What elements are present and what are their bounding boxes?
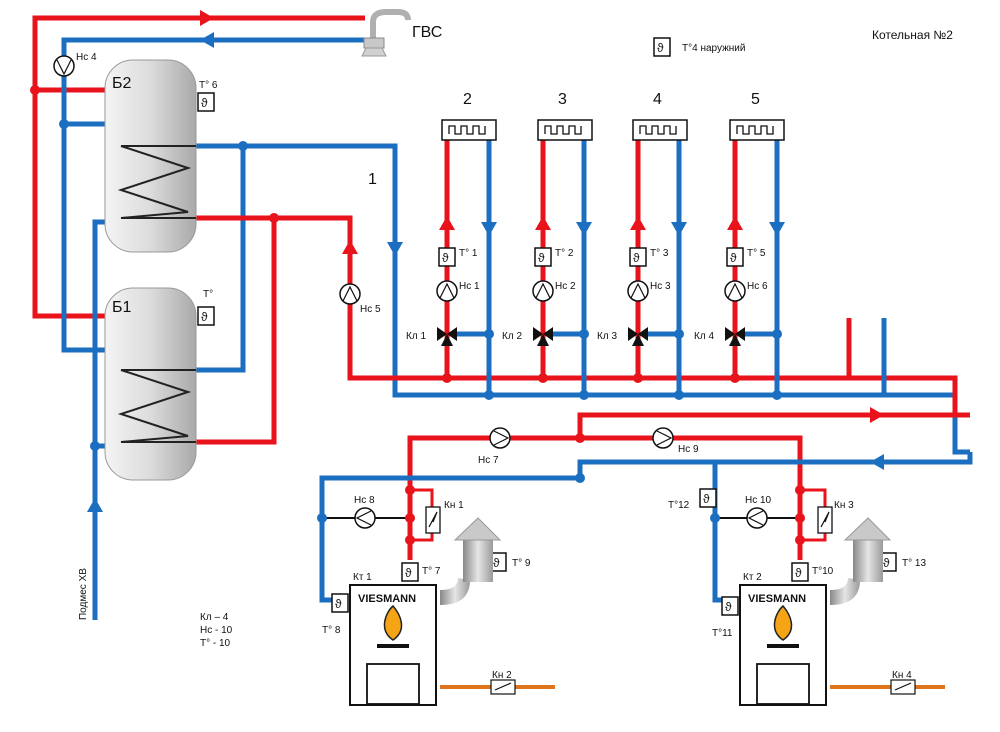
sensor-t10-label: Т°10 [812, 566, 834, 577]
sensor-t1-label: Т° 1 [459, 248, 478, 259]
tank-b2 [104, 59, 197, 253]
circuit-3-number: 3 [558, 91, 567, 108]
kn4-label: Кн 4 [892, 670, 912, 681]
pump-ns9 [652, 427, 674, 449]
sensor-t8-label: Т° 8 [322, 625, 341, 636]
sensor-t7-label: Т° 7 [422, 566, 441, 577]
sensor-t3-icon [629, 247, 647, 267]
cold-water-label: Подмес ХВ [78, 568, 89, 620]
sensor-b1-icon [197, 306, 215, 326]
sensor-t6-label: Т° 6 [199, 80, 218, 91]
loop-1-label: 1 [368, 171, 377, 188]
pump-ns8 [354, 507, 376, 529]
kt1-label: Кт 1 [353, 572, 372, 583]
pump-ns7 [489, 427, 511, 449]
gas-valve-kn2-icon [490, 679, 516, 695]
circuit-4-number: 4 [653, 91, 662, 108]
radiator-5 [729, 119, 785, 141]
kn3-label: Кн 3 [834, 500, 854, 511]
pump-ns3 [627, 280, 649, 302]
legend-valves: Кл – 4 [200, 612, 229, 623]
boiler1-brand: VIESMANN [358, 593, 416, 605]
sensor-t7-icon [401, 562, 419, 582]
sensor-t1-icon [438, 247, 456, 267]
pump-ns4-label: Нс 4 [76, 52, 97, 63]
boiler-1 [349, 517, 502, 706]
pump-ns5-label: Нс 5 [360, 304, 381, 315]
pump-ns7-label: Нс 7 [478, 455, 499, 466]
sensor-t6-icon [197, 92, 215, 112]
sensor-t2-icon [534, 247, 552, 267]
sensor-t5-label: Т° 5 [747, 248, 766, 259]
gas-valve-kn4-icon [890, 679, 916, 695]
valve-kl2-label: Кл 2 [502, 331, 522, 342]
valve-kl3-label: Кл 3 [597, 331, 617, 342]
check-valve-kn3-icon [817, 506, 833, 534]
page-title: Котельная №2 [872, 28, 953, 42]
faucet-icon [361, 9, 411, 57]
kn2-label: Кн 2 [492, 670, 512, 681]
sensor-t11-icon [721, 596, 739, 616]
sensor-t12-label: Т°12 [668, 500, 690, 511]
tank-b2-label: Б2 [112, 75, 132, 92]
pump-ns10-label: Нс 10 [745, 495, 772, 506]
pump-ns5 [339, 283, 361, 305]
radiator-3 [537, 119, 593, 141]
pump-ns10 [746, 507, 768, 529]
pump-ns6 [724, 280, 746, 302]
sensor-t11-label: Т°11 [712, 628, 733, 639]
sensor-t9-label: Т° 9 [512, 558, 531, 569]
pump-ns3-label: Нс 3 [650, 281, 671, 292]
valve-kl4-label: Кл 4 [694, 331, 714, 342]
pump-ns1-label: Нс 1 [459, 281, 480, 292]
boiler2-brand: VIESMANN [748, 593, 806, 605]
kt2-label: Кт 2 [743, 572, 762, 583]
sensor-t5-icon [726, 247, 744, 267]
pump-ns8-label: Нс 8 [354, 495, 375, 506]
pump-ns2-label: Нс 2 [555, 281, 576, 292]
check-valve-kn1-icon [425, 506, 441, 534]
valve-kl1-label: Кл 1 [406, 331, 426, 342]
pump-ns2 [532, 280, 554, 302]
radiator-2 [441, 119, 497, 141]
dhw-label: ГВС [412, 24, 442, 41]
sensor-t13-label: Т° 13 [902, 558, 926, 569]
circuit-2-number: 2 [463, 91, 472, 108]
boiler-2 [739, 517, 892, 706]
outdoor-sensor-label: Т°4 наружний [682, 43, 745, 54]
pump-ns4 [53, 55, 75, 77]
radiator-4 [632, 119, 688, 141]
sensor-b1-label: Т° [203, 289, 213, 300]
pump-ns6-label: Нс 6 [747, 281, 768, 292]
tank-b1-label: Б1 [112, 299, 132, 316]
pump-ns1 [436, 280, 458, 302]
sensor-t8-icon [331, 593, 349, 613]
sensor-t2-label: Т° 2 [555, 248, 574, 259]
outdoor-sensor-icon [653, 37, 671, 57]
tank-b1 [104, 287, 197, 481]
legend-sensors: Т° - 10 [200, 638, 231, 649]
circuit-5-number: 5 [751, 91, 760, 108]
sensor-t10-icon [791, 562, 809, 582]
legend-pumps: Нс - 10 [200, 625, 233, 636]
pump-ns9-label: Нс 9 [678, 444, 699, 455]
sensor-t3-label: Т° 3 [650, 248, 669, 259]
kn1-label: Кн 1 [444, 500, 464, 511]
sensor-t12-icon [699, 488, 717, 508]
